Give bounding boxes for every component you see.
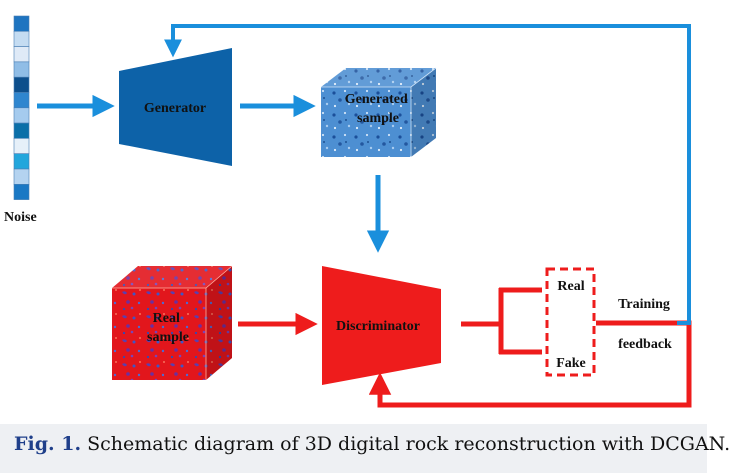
noise-cell	[13, 122, 30, 139]
noise-cell	[13, 15, 30, 32]
fake-output-label: Fake	[556, 356, 586, 371]
noise-cell	[13, 107, 30, 124]
blue-feedback-loop	[164, 24, 691, 325]
red-feedback-loop	[368, 320, 692, 408]
noise-cell	[13, 46, 30, 63]
noise-cell	[13, 30, 30, 47]
output-branch	[461, 287, 542, 355]
dcgan-diagram: Noise Generator Generated sample Real sa…	[4, 15, 692, 408]
noise-cell	[13, 92, 30, 109]
training-label: Training	[618, 297, 670, 312]
noise-label: Noise	[4, 210, 37, 225]
discriminator-block	[322, 266, 441, 385]
figure-caption: Fig. 1. Schematic diagram of 3D digital …	[0, 424, 730, 473]
figure: Noise Generator Generated sample Real sa…	[0, 15, 730, 473]
generator-label: Generator	[144, 101, 206, 116]
noise-cell	[13, 76, 30, 93]
noise-cell	[13, 184, 30, 200]
noise-cell	[13, 153, 30, 170]
real-sample-label: Real sample	[147, 311, 189, 345]
real-sample-cube	[112, 265, 233, 380]
caption-text: Schematic diagram of 3D digital rock rec…	[87, 433, 730, 455]
noise-cell	[13, 61, 30, 78]
output-dashed-box	[545, 267, 596, 377]
generated-sample-cube	[321, 67, 437, 157]
noise-cell	[13, 168, 30, 185]
discriminator-label: Discriminator	[336, 319, 420, 334]
caption-figure-label: Fig. 1.	[14, 433, 82, 455]
noise-cell	[13, 138, 30, 154]
real-output-label: Real	[557, 279, 584, 294]
generator-block	[119, 48, 232, 166]
feedback-label: feedback	[618, 337, 672, 352]
noise-vector	[13, 15, 30, 200]
generated-sample-label: Generated sample	[345, 92, 411, 126]
